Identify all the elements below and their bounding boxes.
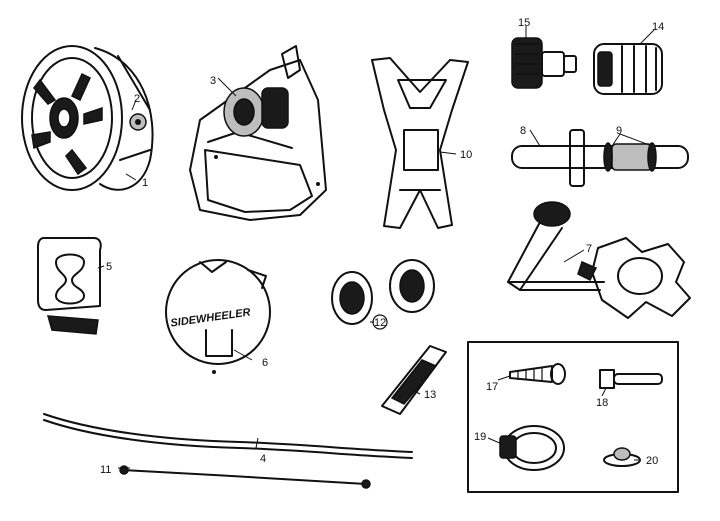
callout-1: 1 [142, 177, 148, 189]
part-1-reel-wheel [21, 45, 154, 191]
part-12-wheels [331, 259, 435, 330]
callout-9: 9 [616, 125, 622, 137]
part-18-bolt [599, 369, 663, 389]
callout-20: 20 [646, 455, 658, 467]
part-4-bar [43, 413, 413, 459]
callout-18: 18 [596, 397, 608, 409]
part-17-screw [509, 363, 566, 385]
part-5-clip [37, 237, 102, 335]
part-8-axle [511, 129, 689, 187]
callout-7: 7 [586, 243, 592, 255]
part-7-elbow [507, 201, 691, 319]
part-3-frame [189, 45, 327, 221]
callout-6: 6 [262, 357, 268, 369]
part-15-coupling [511, 37, 577, 89]
part-11-rod [119, 465, 371, 489]
part-9-o-rings [603, 142, 657, 172]
cover-label: SIDEWHEELER [170, 306, 252, 329]
callout-2: 2 [134, 93, 140, 105]
callout-10: 10 [460, 149, 472, 161]
leader-lines [97, 26, 655, 469]
part-2-nut [131, 99, 137, 111]
callout-5: 5 [106, 261, 112, 273]
part-19-clamp [499, 425, 565, 471]
part-13-strap [381, 345, 447, 415]
callout-14: 14 [652, 21, 664, 33]
callout-12: 12 [374, 317, 386, 329]
part-14-connector [593, 43, 663, 95]
callout-19: 19 [474, 431, 486, 443]
callout-13: 13 [424, 389, 436, 401]
callout-11: 11 [100, 464, 111, 476]
callout-labels: 1 2 3 4 5 6 7 8 9 10 11 12 13 14 15 17 1… [100, 17, 664, 476]
part-10-stand [371, 57, 469, 229]
part-6-cover: SIDEWHEELER [165, 259, 271, 374]
callout-4: 4 [260, 453, 266, 465]
callout-3: 3 [210, 75, 216, 87]
callout-15: 15 [518, 17, 530, 29]
hardware-box [467, 341, 679, 493]
part-20-grommet [603, 447, 641, 467]
callout-17: 17 [486, 381, 498, 393]
callout-8: 8 [520, 125, 526, 137]
